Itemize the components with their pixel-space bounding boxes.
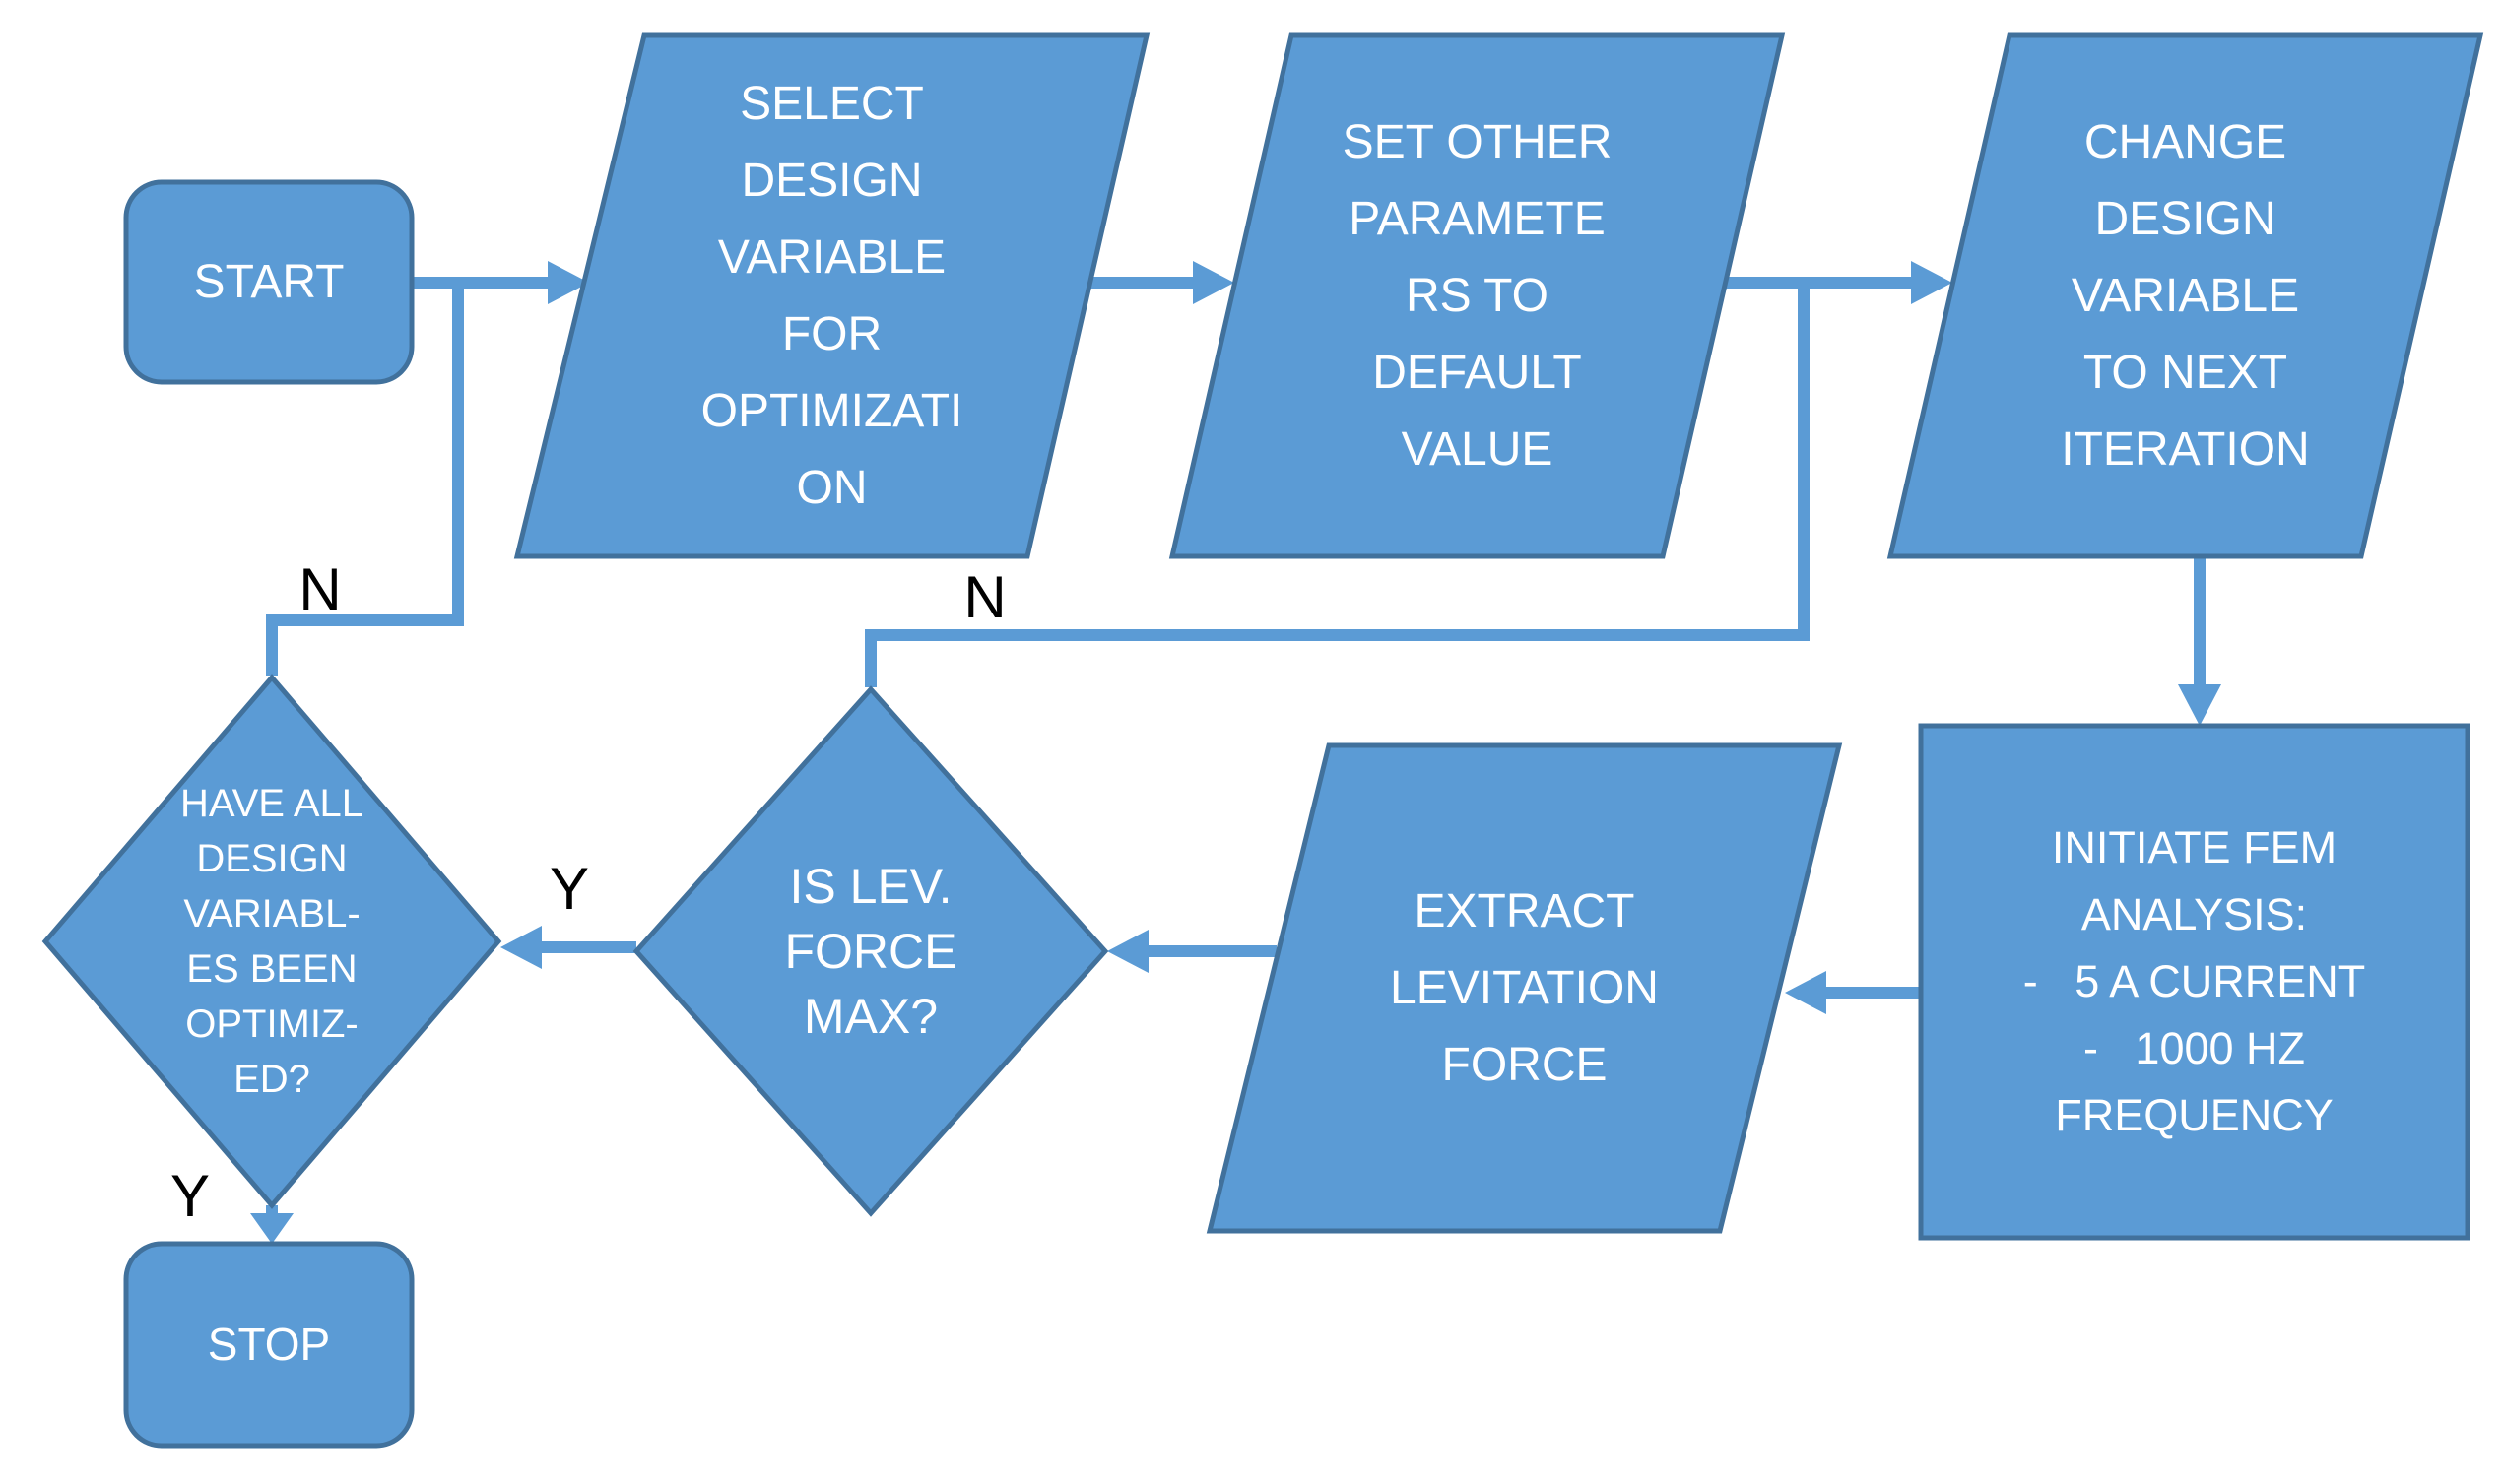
stop-terminator-shape: [123, 1241, 415, 1449]
extract-levitation-force-shape: [1206, 742, 1843, 1234]
arrowhead-into-is-lev-force-max: [1107, 930, 1149, 973]
connector-n-loop-from-is-lev-force-max: [865, 283, 1810, 687]
is-lev-force-max-decision-shape: [632, 685, 1109, 1217]
arrowhead-into-extract: [1785, 971, 1826, 1014]
arrowhead-into-set-other: [1193, 261, 1234, 304]
initiate-fem-analysis-shape: [1918, 723, 2470, 1241]
start-terminator-shape: [123, 179, 415, 385]
connector-n-loop-from-have-all-optimized: [266, 283, 464, 676]
shape-layer: [41, 32, 2484, 1449]
arrowhead-into-stop: [250, 1213, 294, 1244]
have-all-optimized-decision-shape: [41, 674, 502, 1209]
change-design-variable-shape: [1886, 32, 2484, 559]
arrowhead-into-have-all-optimized: [500, 926, 542, 969]
arrowhead-into-change: [1911, 261, 1952, 304]
set-other-parameters-shape: [1168, 32, 1786, 559]
connector-layer: [250, 261, 2221, 1244]
arrowhead-into-initiate-fem: [2178, 684, 2221, 726]
select-design-variable-shape: [513, 32, 1151, 559]
arrowhead-into-select: [548, 261, 589, 304]
